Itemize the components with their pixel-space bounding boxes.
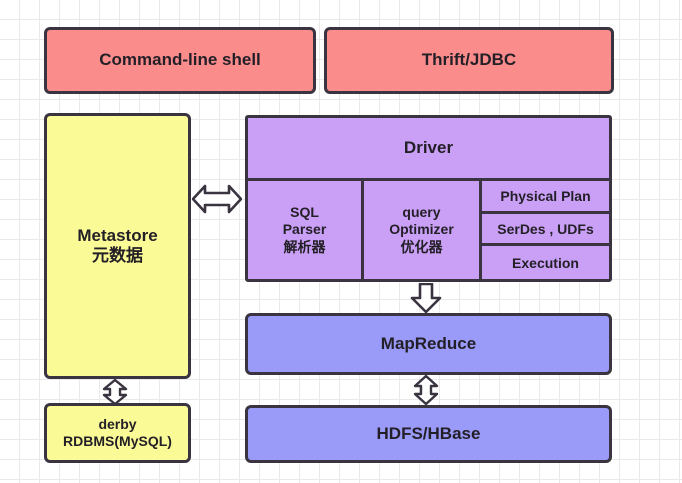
query-optimizer-line2: Optimizer — [389, 221, 454, 238]
driver-stack: Physical Plan SerDes , UDFs Execution — [482, 181, 609, 279]
query-optimizer-line3: 优化器 — [400, 238, 443, 255]
double-headed-vertical-arrow-mapreduce-hdfs-icon — [413, 375, 439, 405]
driver-box: Driver SQL Parser 解析器 query Optimizer 优化… — [245, 115, 612, 282]
physical-plan-cell: Physical Plan — [482, 181, 609, 214]
query-optimizer-labels: query Optimizer 优化器 — [389, 204, 454, 257]
sql-parser-cell: SQL Parser 解析器 — [248, 181, 364, 279]
double-headed-horizontal-arrow-icon — [192, 184, 242, 214]
command-line-shell-label: Command-line shell — [99, 50, 261, 70]
query-optimizer-cell: query Optimizer 优化器 — [364, 181, 482, 279]
command-line-shell-box: Command-line shell — [44, 27, 316, 94]
metastore-labels: Metastore 元数据 — [47, 226, 188, 266]
sql-parser-line2: Parser — [282, 221, 327, 238]
rdbms-label: RDBMS(MySQL) — [63, 433, 172, 449]
derby-label: derby — [98, 416, 137, 433]
driver-title: Driver — [248, 118, 609, 181]
down-arrow-driver-mapreduce-icon — [410, 283, 442, 313]
derby-rdbms-labels: derby RDBMS(MySQL) — [47, 416, 188, 449]
query-optimizer-line1: query — [402, 203, 441, 220]
metastore-box: Metastore 元数据 — [44, 113, 191, 379]
thrift-jdbc-box: Thrift/JDBC — [324, 27, 614, 94]
mapreduce-box: MapReduce — [245, 313, 612, 375]
sql-parser-line3: 解析器 — [283, 238, 326, 255]
sql-parser-line1: SQL — [290, 203, 319, 220]
hdfs-hbase-box: HDFS/HBase — [245, 405, 612, 463]
metastore-label-cn: 元数据 — [92, 246, 143, 265]
driver-components: SQL Parser 解析器 query Optimizer 优化器 Physi… — [248, 181, 609, 279]
double-headed-vertical-arrow-metastore-derby-icon — [102, 379, 128, 405]
serdes-udfs-cell: SerDes , UDFs — [482, 214, 609, 247]
mapreduce-label: MapReduce — [380, 333, 477, 353]
metastore-label-en: Metastore — [77, 225, 158, 245]
derby-rdbms-box: derby RDBMS(MySQL) — [44, 403, 191, 463]
thrift-jdbc-label: Thrift/JDBC — [421, 50, 517, 70]
sql-parser-labels: SQL Parser 解析器 — [283, 204, 327, 257]
execution-cell: Execution — [512, 254, 579, 271]
hdfs-hbase-label: HDFS/HBase — [376, 423, 481, 443]
